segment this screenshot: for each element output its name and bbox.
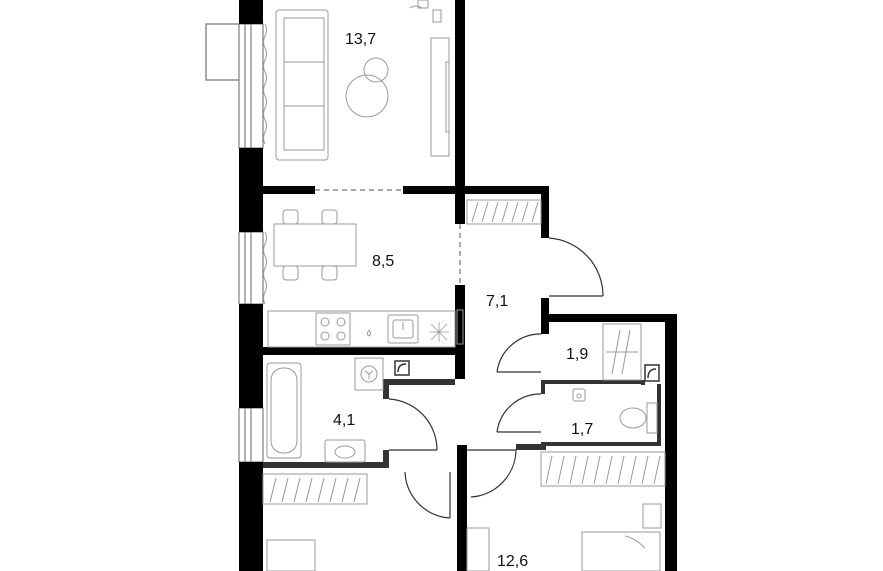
area-storage: 1,9 xyxy=(566,346,588,363)
doors xyxy=(388,237,604,519)
area-kitchen: 8,5 xyxy=(372,253,394,270)
small-sink xyxy=(572,388,586,402)
area-bedroom: 12,6 xyxy=(497,553,528,570)
curtains xyxy=(263,23,267,305)
bathroom-furniture xyxy=(266,357,384,463)
dining-table xyxy=(273,223,357,267)
bedroom-furniture xyxy=(266,503,662,571)
pouf xyxy=(363,57,389,83)
bathroom-door xyxy=(388,398,438,451)
sofa xyxy=(275,9,329,161)
kitchen-furniture xyxy=(267,209,464,348)
sink xyxy=(387,314,419,344)
area-hall: 7,1 xyxy=(486,293,508,310)
hob xyxy=(315,312,351,346)
desk xyxy=(266,539,316,571)
kitchen-counter xyxy=(267,310,456,348)
wc-furniture xyxy=(572,388,658,434)
toilet xyxy=(619,407,647,429)
bed xyxy=(581,531,661,571)
washbasin xyxy=(324,439,366,463)
fridge-icon xyxy=(429,322,449,342)
walls xyxy=(239,0,677,571)
washing-machine xyxy=(354,357,384,391)
zone-dividers xyxy=(315,189,461,285)
bathtub xyxy=(266,362,302,459)
shafts xyxy=(394,360,660,382)
coffee-table xyxy=(345,74,389,118)
drop-icon xyxy=(367,329,371,337)
wardrobes xyxy=(262,199,666,505)
storage-door xyxy=(496,333,542,373)
entrance-door xyxy=(548,237,604,297)
area-bathroom: 4,1 xyxy=(333,412,355,429)
wc-door xyxy=(496,393,542,433)
area-living: 13,7 xyxy=(345,31,376,48)
bedroom-door xyxy=(470,449,517,498)
living-furniture xyxy=(275,0,450,161)
bedroom2-door xyxy=(404,471,451,519)
area-wc: 1,7 xyxy=(571,421,593,438)
partitions xyxy=(263,379,661,468)
toilet-tank xyxy=(646,402,658,434)
